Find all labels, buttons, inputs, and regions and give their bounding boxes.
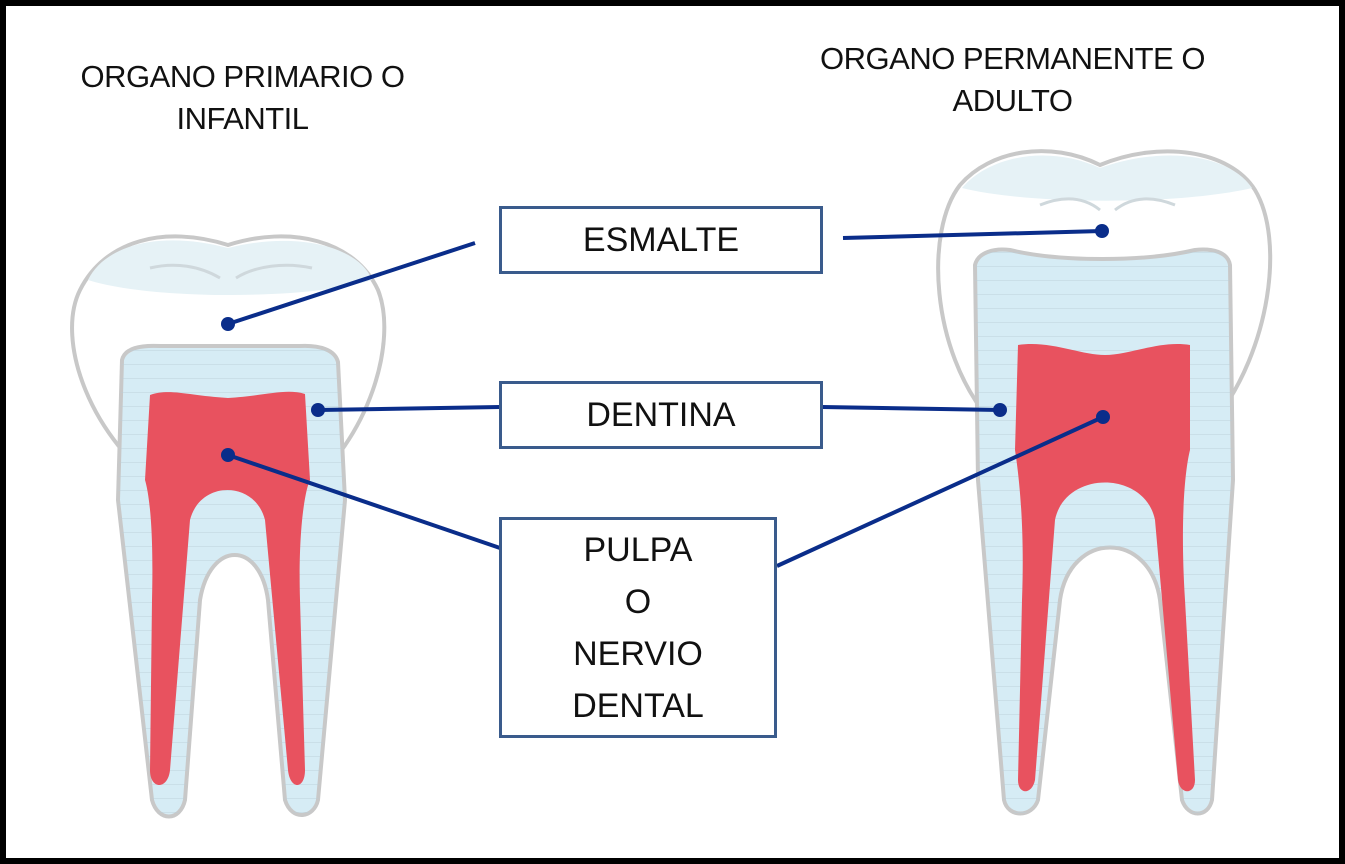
leader-dentin-permanent [821, 405, 1001, 412]
primary-tooth [70, 234, 387, 819]
enamel-label: ESMALTE [499, 206, 823, 274]
dot-dentin-primary [311, 403, 325, 417]
leader-pulp-permanent [776, 415, 1104, 568]
permanent-pulp [1015, 343, 1195, 792]
permanent-tooth [936, 149, 1273, 816]
leader-enamel-primary [227, 241, 476, 326]
enamel-label-text: ESMALTE [582, 220, 740, 259]
dot-enamel-primary [221, 317, 235, 331]
leader-lines [227, 229, 1104, 568]
pulp-label-line1: PULPA [583, 530, 693, 569]
leader-enamel-permanent [842, 229, 1103, 240]
leader-dentin-primary [317, 405, 501, 412]
permanent-title-line1: ORGANO PERMANENTE O [820, 41, 1205, 76]
primary-title-line1: ORGANO PRIMARIO O [80, 59, 405, 94]
primary-tooth-title: ORGANO PRIMARIO O INFANTIL [60, 56, 425, 140]
permanent-tooth-title: ORGANO PERMANENTE O ADULTO [800, 38, 1225, 122]
primary-pulp [145, 391, 310, 785]
primary-title-line2: INFANTIL [176, 101, 309, 136]
dot-enamel-permanent [1095, 224, 1109, 238]
permanent-title-line2: ADULTO [952, 83, 1073, 118]
leader-dots [221, 224, 1110, 462]
dot-dentin-permanent [993, 403, 1007, 417]
pulp-label-line2: O [624, 582, 652, 621]
dot-pulp-primary [221, 448, 235, 462]
dentin-label-text: DENTINA [586, 395, 736, 434]
dentin-label: DENTINA [499, 381, 823, 449]
pulp-label: PULPA O NERVIO DENTAL [499, 517, 777, 738]
leader-pulp-primary [227, 453, 501, 550]
pulp-label-line3: NERVIO [573, 634, 703, 673]
pulp-label-line4: DENTAL [572, 686, 704, 725]
dot-pulp-permanent [1096, 410, 1110, 424]
